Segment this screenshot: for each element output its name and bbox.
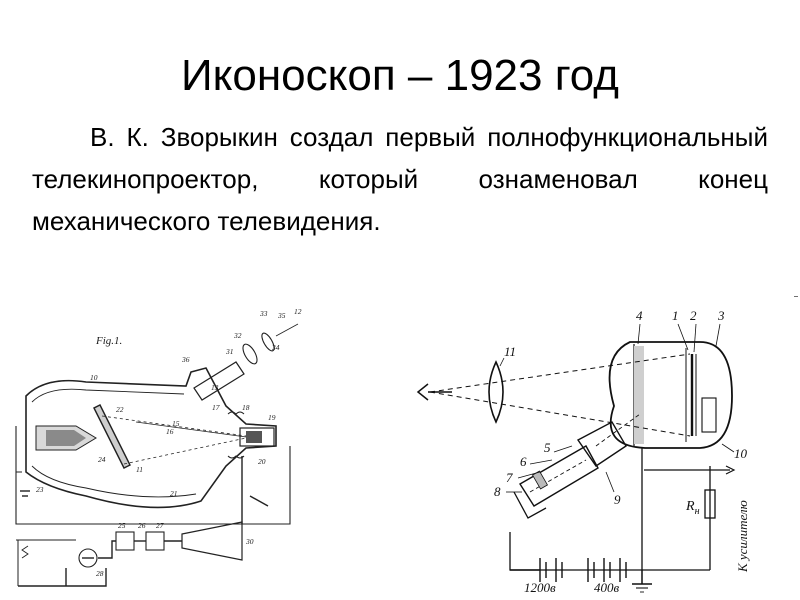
label-34: 34 [271,343,280,352]
label-11: 11 [136,465,143,474]
label-20: 20 [258,457,266,466]
slide-title: Иконоскоп – 1923 год [181,51,619,100]
schematic-number-6: 6 [520,454,527,469]
schematic-number-11: 11 [504,344,516,359]
resistor-letter: R [685,499,695,514]
label-31: 31 [225,347,234,356]
label-18: 18 [242,403,250,412]
label-17: 17 [212,403,220,412]
slide-paragraph-text: В. К. Зворыкин создал первый полнофункци… [32,122,768,236]
label-32: 32 [233,331,242,340]
label-10: 10 [90,373,98,382]
schematic-number-3: 3 [717,308,725,323]
label-35: 35 [277,311,286,320]
resistor-subscript: н [695,506,700,517]
resistor-label: Rн [685,499,700,517]
label-19: 19 [268,413,276,422]
schematic-number-9: 9 [614,492,621,507]
label-33: 33 [259,309,268,318]
label-24: 24 [98,455,106,464]
label-30: 30 [245,537,254,546]
label-23: 23 [36,485,44,494]
schematic-number-8: 8 [494,484,501,499]
voltage-label-1200: 1200в [524,580,556,595]
slide-paragraph: В. К. Зворыкин создал первый полнофункци… [32,116,768,242]
label-22: 22 [116,405,124,414]
label-28: 28 [96,569,104,578]
schematic-number-2: 2 [690,308,697,323]
schematic-number-1: 1 [672,308,679,323]
label-21: 21 [170,489,178,498]
label-26: 26 [138,521,146,530]
amplifier-label: К усилителю [735,500,750,573]
fig-label: Fig.1. [95,335,122,347]
label-27: 27 [156,521,164,530]
schematic-number-10: 10 [734,446,748,461]
voltage-label-400: 400в [594,580,620,595]
schematic-number-5: 5 [544,440,551,455]
label-15: 15 [172,419,180,428]
label-12: 12 [294,307,302,316]
label-25: 25 [118,521,126,530]
schematic-number-4: 4 [636,308,643,323]
iconoscope-schematic: 1 2 3 4 5 6 7 8 9 10 11 Rн 1200в 400в К … [416,296,798,595]
label-13: 13 [211,383,219,392]
label-16: 16 [166,427,174,436]
schematic-number-7: 7 [506,470,513,485]
label-36: 36 [181,355,190,364]
patent-drawing: Fig.1. 10 11 12 13 15 16 17 18 [15,307,302,587]
